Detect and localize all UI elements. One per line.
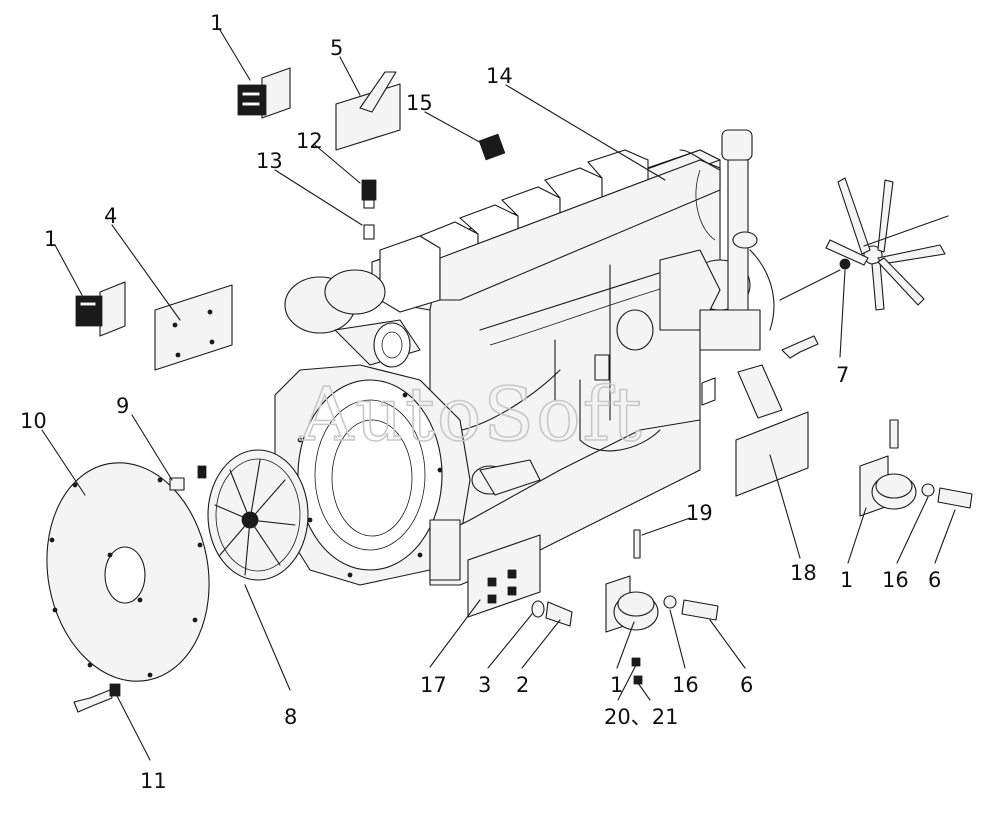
label-1-bottom: 1 bbox=[610, 673, 623, 697]
label-1-right: 1 bbox=[840, 568, 853, 592]
engine-block bbox=[274, 129, 775, 586]
label-20-21: 20、21 bbox=[604, 705, 678, 729]
bracket-18 bbox=[735, 364, 809, 497]
plate-17 bbox=[467, 534, 541, 618]
bolt-7 bbox=[781, 335, 819, 359]
sensor-15 bbox=[478, 133, 506, 161]
label-14: 14 bbox=[486, 64, 513, 88]
label-4: 4 bbox=[104, 204, 117, 228]
bracket-5 bbox=[335, 71, 401, 151]
plug-13 bbox=[363, 224, 375, 240]
label-17: 17 bbox=[420, 673, 447, 697]
label-1-left: 1 bbox=[44, 227, 57, 251]
engine-mount-top bbox=[237, 67, 291, 119]
label-7: 7 bbox=[836, 363, 849, 387]
engine-mount-right bbox=[859, 419, 973, 517]
label-18: 18 bbox=[790, 561, 817, 585]
label-6-bottom: 6 bbox=[740, 673, 753, 697]
label-8: 8 bbox=[284, 705, 297, 729]
engine-mount-left bbox=[75, 281, 126, 337]
drive-plate bbox=[46, 462, 210, 682]
bolt-9 bbox=[169, 465, 207, 491]
label-9: 9 bbox=[116, 394, 129, 418]
label-16-bottom: 16 bbox=[672, 673, 699, 697]
fitting-12 bbox=[361, 179, 377, 209]
leader-lines bbox=[41, 29, 956, 761]
label-15: 15 bbox=[406, 91, 433, 115]
bolt-11 bbox=[73, 683, 121, 713]
watermark: AutoSoft bbox=[299, 372, 644, 458]
cooling-fan bbox=[779, 177, 949, 311]
label-19: 19 bbox=[686, 501, 713, 525]
label-10: 10 bbox=[20, 409, 47, 433]
label-13: 13 bbox=[256, 149, 283, 173]
washer-3-bolt-2 bbox=[531, 600, 573, 627]
bolt-19 bbox=[633, 529, 641, 559]
label-5: 5 bbox=[330, 36, 343, 60]
label-16-right: 16 bbox=[882, 568, 909, 592]
label-11: 11 bbox=[140, 769, 167, 793]
label-12: 12 bbox=[296, 129, 323, 153]
callout-labels: 1 5 14 15 12 13 4 1 7 9 10 19 18 1 16 6 … bbox=[20, 11, 941, 793]
label-2: 2 bbox=[516, 673, 529, 697]
label-6-right: 6 bbox=[928, 568, 941, 592]
label-3: 3 bbox=[478, 673, 491, 697]
label-1-top: 1 bbox=[210, 11, 223, 35]
flywheel bbox=[207, 449, 309, 581]
engine-mount-bottom bbox=[605, 575, 719, 685]
plate-4 bbox=[154, 284, 233, 371]
